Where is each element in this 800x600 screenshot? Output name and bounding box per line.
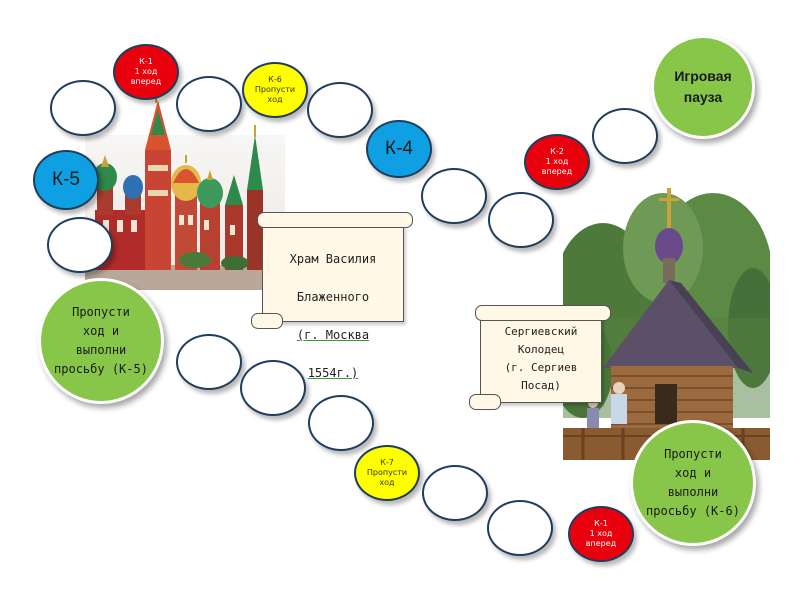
path-cell[interactable] <box>488 192 554 248</box>
cell-skip-and-request-k5-text: Пропусти ход и выполни просьбу (К-5) <box>54 305 148 376</box>
scroll-moscow-line-2: Блаженного <box>296 290 370 304</box>
cell-k7-skip-text: К-7 Пропусти ход <box>366 458 408 487</box>
scroll-roll-bottom <box>469 394 501 410</box>
cell-skip-and-request-k5[interactable]: Пропусти ход и выполни просьбу (К-5) <box>38 278 164 404</box>
scroll-sergiev: Сергиевский Колодец (г. Сергиев Посад) <box>469 305 611 410</box>
cell-game-pause-text: Игровая пауза <box>674 68 732 105</box>
cell-k5-text: К-5 <box>52 169 80 190</box>
path-cell[interactable] <box>176 76 242 132</box>
scroll-moscow: Храм Василия Блаженного (г. Москва 1554г… <box>251 212 413 380</box>
cell-skip-and-request-k6[interactable]: Пропусти ход и выполни просьбу (К-6) <box>630 420 756 546</box>
cell-k2-forward[interactable]: К-2 1 ход вперед <box>524 134 590 190</box>
cell-k7-skip[interactable]: К-7 Пропусти ход <box>354 445 420 501</box>
cell-k1-forward-top-text: К-1 1 ход вперед <box>130 57 162 86</box>
cell-k1-forward-bottom-text: К-1 1 ход вперед <box>585 519 617 548</box>
path-cell[interactable] <box>592 108 658 164</box>
cell-k4-text: К-4 <box>385 138 413 159</box>
path-cell[interactable] <box>422 465 488 521</box>
path-cell[interactable] <box>50 80 116 136</box>
chapel-image <box>563 188 770 460</box>
path-cell[interactable] <box>47 217 113 273</box>
cell-k4[interactable]: К-4 <box>366 120 432 178</box>
path-cell[interactable] <box>176 334 242 390</box>
scroll-sergiev-text: Сергиевский Колодец (г. Сергиев Посад) <box>504 325 578 392</box>
scroll-roll-top <box>257 212 413 228</box>
path-cell[interactable] <box>240 360 306 416</box>
cell-k1-forward-top[interactable]: К-1 1 ход вперед <box>113 44 179 100</box>
scroll-roll-bottom <box>251 313 283 329</box>
path-cell[interactable] <box>308 395 374 451</box>
cell-k6-skip-text: К-6 Пропусти ход <box>254 75 296 104</box>
cell-skip-and-request-k6-text: Пропусти ход и выполни просьбу (К-6) <box>646 447 740 518</box>
path-cell[interactable] <box>421 168 487 224</box>
scroll-moscow-line-1: Храм Василия <box>289 252 377 266</box>
cell-k2-forward-text: К-2 1 ход вперед <box>541 147 573 176</box>
scroll-moscow-line-3: (г. Москва <box>296 328 370 342</box>
cathedral-image <box>85 95 285 290</box>
scroll-roll-top <box>475 305 611 321</box>
cell-k6-skip[interactable]: К-6 Пропусти ход <box>242 62 308 118</box>
path-cell[interactable] <box>487 500 553 556</box>
scroll-moscow-line-4: 1554г.) <box>307 366 359 380</box>
cell-k1-forward-bottom[interactable]: К-1 1 ход вперед <box>568 506 634 562</box>
cell-game-pause[interactable]: Игровая пауза <box>651 35 755 139</box>
cell-k5[interactable]: К-5 <box>33 150 99 210</box>
path-cell[interactable] <box>307 82 373 138</box>
